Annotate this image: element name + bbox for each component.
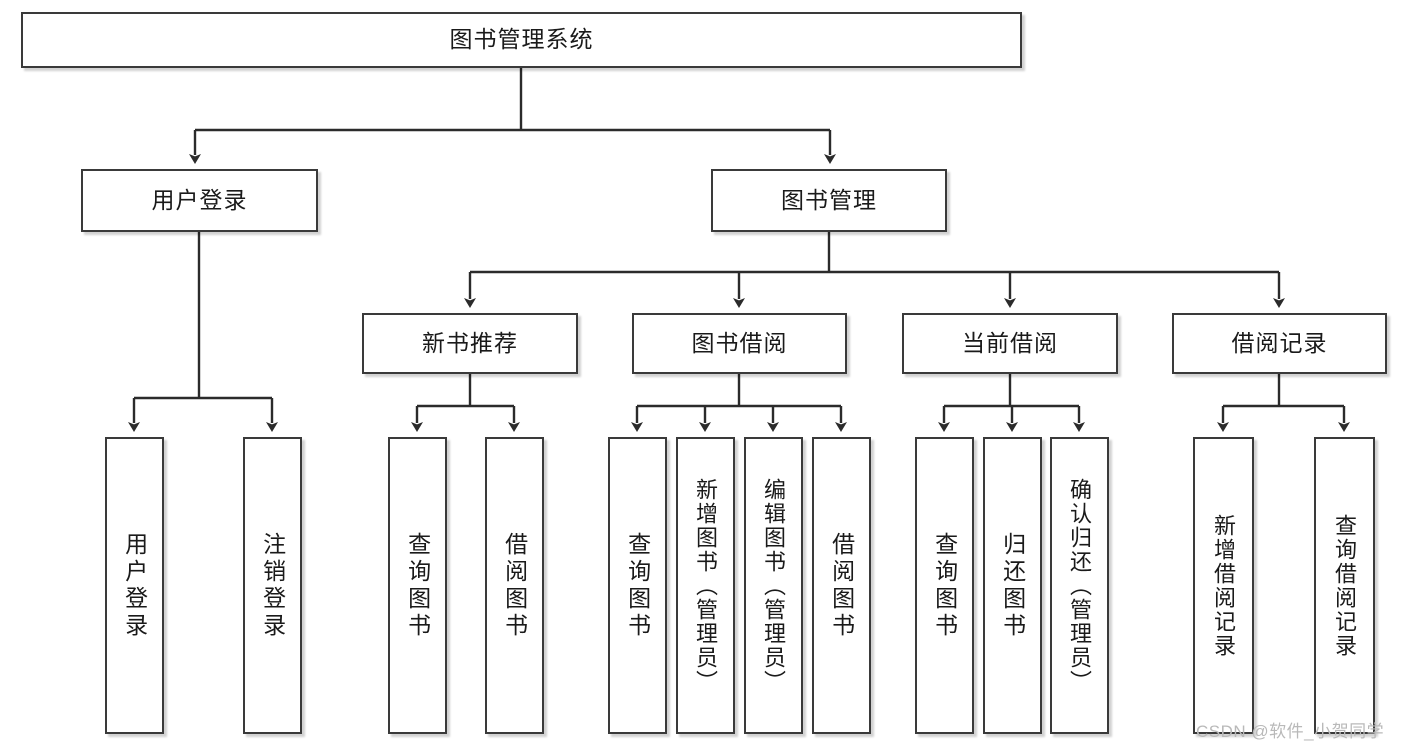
node-book-manage[interactable]: 图书管理	[711, 169, 947, 232]
node-leaf-add-book[interactable]: 新增图书（管理员）	[676, 437, 735, 734]
node-root[interactable]: 图书管理系统	[21, 12, 1022, 68]
node-new-book-recommend[interactable]: 新书推荐	[362, 313, 578, 374]
node-leaf-query-book-3[interactable]: 查询图书	[915, 437, 974, 734]
node-leaf-query-book-1[interactable]: 查询图书	[388, 437, 447, 734]
node-book-borrow[interactable]: 图书借阅	[632, 313, 847, 374]
node-leaf-query-record[interactable]: 查询借阅记录	[1314, 437, 1375, 734]
node-borrow-record[interactable]: 借阅记录	[1172, 313, 1387, 374]
node-leaf-edit-book[interactable]: 编辑图书（管理员）	[744, 437, 803, 734]
node-leaf-add-record[interactable]: 新增借阅记录	[1193, 437, 1254, 734]
node-user-login[interactable]: 用户登录	[81, 169, 318, 232]
csdn-watermark: CSDN @软件_小贺同学	[1196, 722, 1385, 741]
node-leaf-user-login[interactable]: 用户登录	[105, 437, 164, 734]
node-leaf-borrow-book-2[interactable]: 借阅图书	[812, 437, 871, 734]
node-leaf-return-book[interactable]: 归还图书	[983, 437, 1042, 734]
node-leaf-query-book-2[interactable]: 查询图书	[608, 437, 667, 734]
node-leaf-confirm-return[interactable]: 确认归还（管理员）	[1050, 437, 1109, 734]
node-leaf-borrow-book-1[interactable]: 借阅图书	[485, 437, 544, 734]
node-current-borrow[interactable]: 当前借阅	[902, 313, 1118, 374]
node-leaf-user-logout[interactable]: 注销登录	[243, 437, 302, 734]
